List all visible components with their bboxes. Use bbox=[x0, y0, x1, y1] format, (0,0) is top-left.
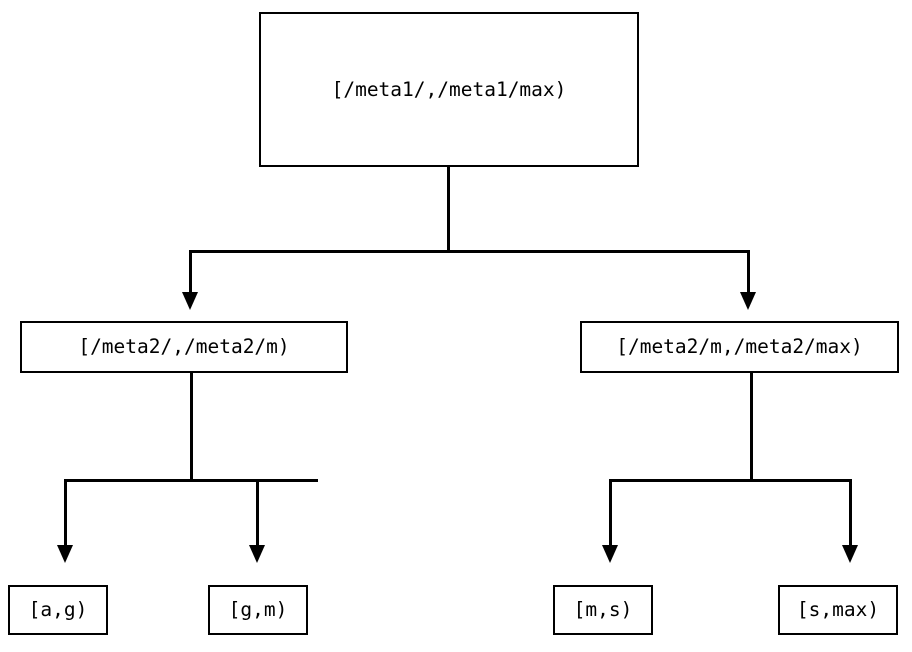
edge-mid-left-to-leaf-gm-drop bbox=[256, 479, 259, 545]
arrowhead-down-icon-to-leaf-smax bbox=[842, 545, 858, 563]
tree-node-leaf-ag-label: [a,g) bbox=[28, 598, 88, 622]
tree-node-leaf-ms: [m,s) bbox=[553, 585, 653, 635]
edge-mid-right-horizontal-bar bbox=[609, 479, 852, 482]
arrowhead-down-icon-to-leaf-gm bbox=[249, 545, 265, 563]
tree-node-leaf-gm: [g,m) bbox=[208, 585, 308, 635]
arrowhead-down-icon-to-mid-left bbox=[182, 292, 198, 310]
edge-mid-right-to-leaf-ms-drop bbox=[609, 479, 612, 545]
tree-node-leaf-ms-label: [m,s) bbox=[573, 598, 633, 622]
arrowhead-down-icon-to-leaf-ms bbox=[602, 545, 618, 563]
tree-node-mid-left: [/meta2/,/meta2/m) bbox=[20, 321, 348, 373]
edge-root-stem bbox=[447, 167, 450, 252]
edge-mid-left-horizontal-bar bbox=[64, 479, 318, 482]
tree-node-leaf-ag: [a,g) bbox=[8, 585, 108, 635]
tree-node-leaf-smax: [s,max) bbox=[778, 585, 898, 635]
tree-node-root-label: [/meta1/,/meta1/max) bbox=[331, 77, 567, 101]
arrowhead-down-icon-to-mid-right bbox=[740, 292, 756, 310]
edge-mid-left-to-leaf-ag-drop bbox=[64, 479, 67, 545]
tree-node-mid-right-label: [/meta2/m,/meta2/max) bbox=[616, 335, 863, 359]
tree-node-mid-left-label: [/meta2/,/meta2/m) bbox=[78, 335, 290, 359]
tree-node-leaf-gm-label: [g,m) bbox=[228, 598, 288, 622]
edge-mid-right-stem bbox=[750, 373, 753, 481]
edge-root-horizontal-bar bbox=[189, 250, 749, 253]
edge-root-to-mid-right-drop bbox=[747, 250, 750, 292]
tree-node-root: [/meta1/,/meta1/max) bbox=[259, 12, 639, 167]
tree-node-leaf-smax-label: [s,max) bbox=[796, 598, 880, 622]
edge-root-to-mid-left-drop bbox=[189, 250, 192, 292]
tree-node-mid-right: [/meta2/m,/meta2/max) bbox=[580, 321, 899, 373]
arrowhead-down-icon-to-leaf-ag bbox=[57, 545, 73, 563]
edge-mid-left-stem bbox=[190, 373, 193, 481]
edge-mid-right-to-leaf-smax-drop bbox=[849, 479, 852, 545]
